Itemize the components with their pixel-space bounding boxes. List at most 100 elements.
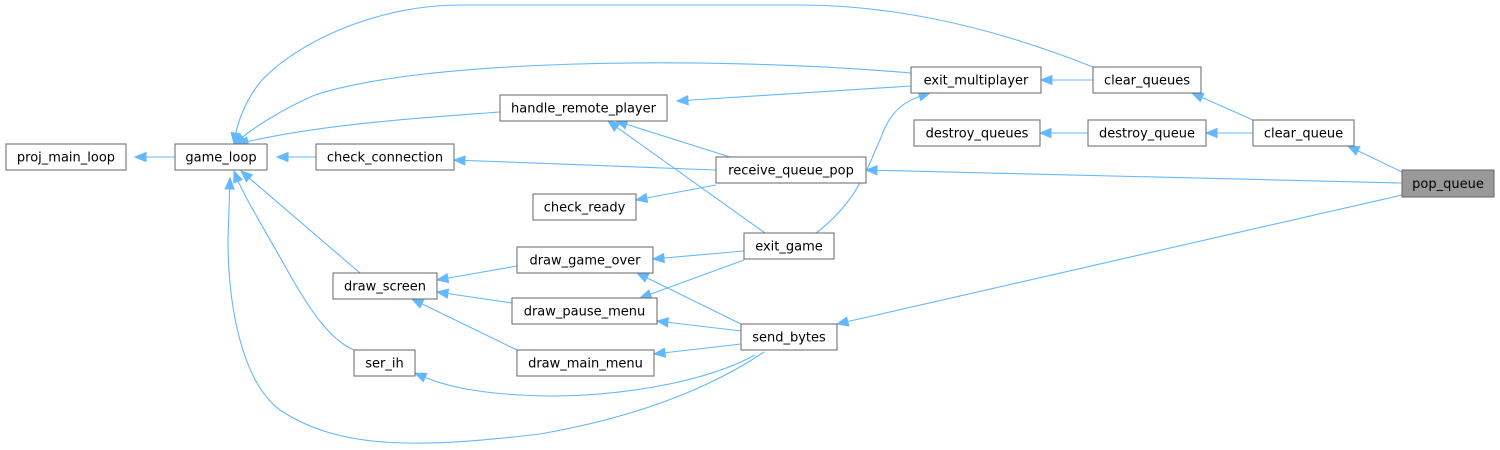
node-draw-screen[interactable]: draw_screen (332, 272, 438, 300)
node-label: check_ready (544, 201, 626, 216)
edge-clear_queue-to-clear_queues (1190, 92, 1254, 121)
nodes-layer: proj_main_loop game_loop check_connection h… (5, 66, 1495, 377)
node-destroy-queues[interactable]: destroy_queues (913, 119, 1041, 147)
node-box (516, 246, 654, 274)
node-exit-game[interactable]: exit_game (743, 232, 835, 260)
edge-line (607, 120, 766, 234)
edge-draw_pause_menu-to-draw_screen (435, 288, 513, 304)
node-label: destroy_queue (1099, 127, 1195, 142)
edge-line (865, 169, 1403, 184)
edge-arrowhead (410, 298, 425, 309)
node-label: draw_main_menu (528, 357, 643, 372)
edge-arrowhead (224, 176, 235, 190)
node-box (743, 232, 835, 260)
edge-line (227, 177, 765, 444)
edge-arrowhead (1190, 92, 1205, 103)
edge-handle_remote_player-to-game_loop (235, 111, 501, 147)
edge-line (436, 291, 513, 304)
node-label: draw_screen (344, 280, 426, 295)
edge-exit_game-to-draw_pause_menu (638, 259, 745, 299)
node-label: clear_queue (1264, 127, 1343, 142)
edge-arrowhead (1346, 145, 1361, 156)
node-label: clear_queues (1104, 74, 1190, 89)
edge-pop_queue-to-receive_queue_pop (864, 165, 1403, 184)
edge-receive_queue_pop-to-check_connection (452, 155, 717, 171)
edge-draw_main_menu-to-draw_screen (410, 298, 518, 351)
node-label: send_bytes (752, 331, 826, 346)
node-clear-queues[interactable]: clear_queues (1092, 66, 1202, 94)
edge-destroy_queue-to-destroy_queues (1038, 127, 1088, 139)
edge-pop_queue-to-send_bytes (835, 194, 1403, 327)
node-destroy-queue[interactable]: destroy_queue (1087, 119, 1207, 147)
edge-line (815, 92, 931, 234)
edge-send_bytes-to-game_loop (224, 176, 765, 444)
node-pop-queue[interactable]: pop_queue (1401, 169, 1495, 198)
edge-draw_screen-to-game_loop (239, 170, 361, 274)
edge-arrowhead (675, 95, 689, 106)
node-label: draw_game_over (529, 254, 641, 269)
edge-exit_game-to-handle_remote_player (606, 120, 766, 234)
node-box (5, 143, 127, 171)
edge-line (436, 265, 518, 281)
edge-arrowhead (634, 192, 649, 204)
edge-clear_queues-to-exit_multiplayer (1039, 74, 1093, 86)
node-label: draw_pause_menu (524, 305, 646, 320)
edge-check_connection-to-game_loop (275, 151, 316, 163)
edge-line (635, 184, 717, 201)
edge-line (414, 354, 756, 397)
node-send-bytes[interactable]: send_bytes (740, 323, 838, 351)
edge-line (653, 343, 742, 355)
edges-layer (133, 4, 1403, 444)
edge-arrowhead (239, 170, 254, 183)
edge-line (233, 170, 355, 351)
edge-arrowhead (452, 155, 466, 166)
node-receive-queue-pop[interactable]: receive_queue_pop (715, 156, 867, 184)
node-draw-game-over[interactable]: draw_game_over (516, 246, 654, 274)
edge-receive_queue_pop-to-check_ready (634, 184, 717, 204)
node-box (913, 119, 1041, 147)
edge-arrowhead (635, 272, 650, 283)
edge-line (615, 120, 731, 158)
node-check-connection[interactable]: check_connection (315, 143, 455, 171)
edge-arrowhead (864, 165, 878, 176)
node-exit-multiplayer[interactable]: exit_multiplayer (910, 66, 1042, 94)
node-box (1087, 119, 1207, 147)
edge-line (411, 298, 518, 351)
node-game-loop[interactable]: game_loop (174, 143, 268, 171)
edge-line (240, 170, 361, 274)
node-label: game_loop (185, 151, 256, 166)
node-label: proj_main_loop (17, 151, 115, 166)
edge-arrowhead (413, 372, 428, 383)
edge-exit_multiplayer-to-handle_remote_player (675, 85, 912, 106)
edge-arrowhead (655, 317, 670, 328)
node-proj-main-loop[interactable]: proj_main_loop (5, 143, 127, 171)
node-ser-ih[interactable]: ser_ih (353, 349, 416, 377)
edge-arrowhead (435, 272, 450, 284)
node-box (532, 193, 637, 221)
edge-arrowhead (230, 131, 241, 146)
edge-send_bytes-to-draw_main_menu (652, 343, 742, 358)
node-box (516, 349, 655, 377)
node-box (1401, 169, 1495, 198)
node-handle-remote-player[interactable]: handle_remote_player (499, 94, 668, 122)
edge-line (656, 320, 742, 332)
node-label: receive_queue_pop (728, 164, 854, 179)
node-draw-main-menu[interactable]: draw_main_menu (516, 349, 655, 377)
node-box (910, 66, 1042, 94)
edge-line (236, 111, 501, 145)
node-label: check_connection (327, 151, 443, 166)
edge-send_bytes-to-ser_ih (413, 354, 756, 397)
node-box (499, 94, 668, 122)
node-box (332, 272, 438, 300)
node-box (740, 323, 838, 351)
node-draw-pause-menu[interactable]: draw_pause_menu (511, 297, 658, 325)
node-check-ready[interactable]: check_ready (532, 193, 637, 221)
node-label: exit_multiplayer (924, 74, 1029, 89)
node-clear-queue[interactable]: clear_queue (1252, 119, 1355, 147)
edge-line (639, 259, 745, 299)
edge-line (233, 62, 912, 145)
edge-draw_game_over-to-draw_screen (435, 265, 518, 284)
edge-arrowhead (1039, 74, 1053, 86)
edge-game_loop-to-proj_main_loop (133, 151, 175, 163)
